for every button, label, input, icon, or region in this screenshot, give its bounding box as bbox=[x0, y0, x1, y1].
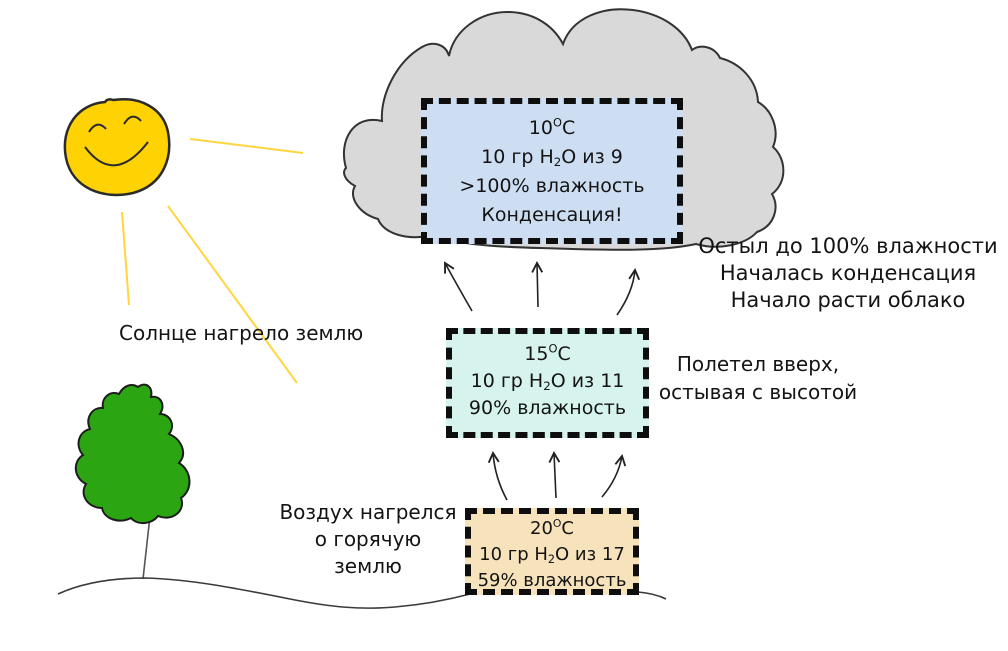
condensation-note-line: Начало расти облако bbox=[730, 288, 966, 312]
temperature-line: 15OC bbox=[524, 341, 571, 365]
humidity-line: 59% влажность bbox=[477, 570, 627, 591]
air-parcel-box-mid: 15OC 10 гр H2O из 11 90% влажность bbox=[446, 328, 649, 438]
condensation-note-line: Началась конденсация bbox=[719, 261, 977, 285]
water-content-line: 10 гр H2O из 9 bbox=[481, 146, 623, 169]
updraft-arrow-icon bbox=[444, 261, 473, 312]
sun-body bbox=[63, 98, 171, 197]
rising-air-note-line: остывая с высотой bbox=[658, 380, 858, 404]
temperature-line: 20OC bbox=[530, 517, 574, 539]
tree-trunk bbox=[142, 515, 151, 580]
rising-air-note-line: Полетел вверх, bbox=[676, 352, 840, 376]
sun-icon bbox=[63, 98, 171, 197]
humidity-line: 90% влажность bbox=[468, 397, 627, 419]
sun-ray-icon bbox=[121, 211, 130, 306]
condensation-line: Конденсация! bbox=[481, 204, 623, 226]
updraft-arrow-icon bbox=[548, 451, 561, 499]
air-parcel-box-cloud: 10OC 10 гр H2O из 9 >100% влажность Конд… bbox=[421, 98, 683, 244]
updraft-arrow-icon bbox=[487, 451, 508, 501]
sun-ray-icon bbox=[167, 205, 298, 384]
condensation-note-line: Остыл до 100% влажности bbox=[698, 234, 998, 258]
updraft-arrows-lower bbox=[487, 451, 627, 501]
updraft-arrows-upper bbox=[444, 261, 641, 316]
humidity-line: >100% влажность bbox=[459, 175, 645, 197]
rising-air-note: Полетел вверх, остывая с высотой bbox=[657, 350, 859, 406]
ground-heating-note-line: Воздух нагрелся bbox=[279, 500, 457, 524]
sun-eye-left bbox=[88, 123, 107, 133]
updraft-arrow-icon bbox=[531, 261, 544, 308]
ground-heating-note-line: о горячую bbox=[314, 527, 422, 551]
sun-note: Солнце нагрело землю bbox=[119, 321, 364, 345]
sun-eye-right bbox=[123, 115, 142, 125]
tree-icon bbox=[74, 383, 191, 580]
condensation-note: Остыл до 100% влажности Началась конденс… bbox=[688, 233, 1008, 314]
updraft-arrow-icon bbox=[616, 268, 641, 316]
updraft-arrow-icon bbox=[601, 454, 627, 498]
sun-smile bbox=[84, 141, 149, 167]
water-content-line: 10 гр H2O из 17 bbox=[479, 544, 625, 566]
tree-crown bbox=[74, 383, 191, 524]
sun-ray-icon bbox=[189, 138, 304, 154]
water-content-line: 10 гр H2O из 11 bbox=[470, 370, 625, 393]
temperature-line: 10OC bbox=[528, 115, 576, 139]
ground-heating-note-line: землю bbox=[334, 554, 402, 578]
sun-rays bbox=[121, 138, 304, 384]
air-parcel-box-ground: 20OC 10 гр H2O из 17 59% влажность bbox=[465, 508, 639, 595]
ground-heating-note: Воздух нагрелся о горячую землю bbox=[275, 499, 461, 580]
